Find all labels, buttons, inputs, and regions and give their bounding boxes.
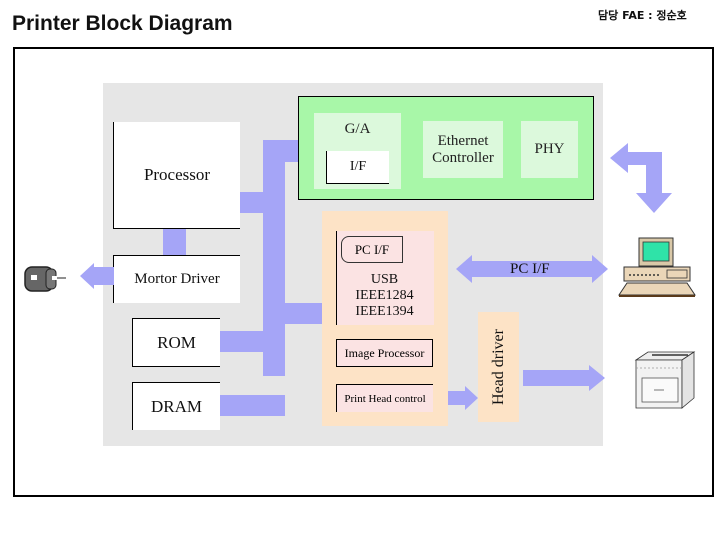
- network-arrow-shape: [610, 143, 672, 213]
- page-title: Printer Block Diagram: [12, 12, 233, 35]
- diagram-frame: [13, 47, 714, 497]
- dram-label: DRAM: [150, 396, 202, 416]
- head-driver-label: Head driver: [489, 329, 507, 405]
- processor-label: Processor: [143, 165, 211, 184]
- head-to-printer-arrow: [523, 365, 605, 391]
- processor-block: Processor: [113, 122, 240, 229]
- ethernet-controller-label-line2: Controller: [432, 149, 494, 166]
- phy-block: PHY: [521, 121, 578, 178]
- pc-if-double-arrow-shape: [456, 255, 608, 283]
- if-block: I/F: [326, 151, 389, 184]
- print-head-arrow: [448, 386, 478, 410]
- ethernet-controller-label-line1: Ethernet: [437, 133, 489, 149]
- phy-label: PHY: [534, 141, 565, 158]
- pc-if-arrow-label: PC I/F: [510, 261, 550, 277]
- rom-block: ROM: [132, 318, 220, 367]
- bus-to-interface: [285, 303, 322, 324]
- pc-if-area: [336, 231, 434, 325]
- interface-list: USB IEEE1284 IEEE1394: [336, 272, 433, 320]
- usb-label: USB: [370, 272, 399, 287]
- bus-processor: [240, 192, 285, 213]
- image-processor-block: Image Processor: [336, 339, 433, 367]
- pc-icon: [618, 237, 696, 297]
- pc-if-bracket: PC I/F: [341, 236, 403, 263]
- ieee1284-label: IEEE1284: [355, 288, 414, 303]
- head-to-printer-arrow-shape: [523, 365, 605, 391]
- pc-if-double-arrow: [456, 255, 608, 283]
- image-processor-label: Image Processor: [344, 345, 425, 360]
- fae-label: 담당 FAE : 정순호: [598, 9, 687, 22]
- network-arrow: [610, 143, 672, 213]
- ethernet-controller-block: Ethernet Controller: [423, 121, 503, 178]
- motor-driver-label: Mortor Driver: [134, 271, 220, 287]
- dram-block: DRAM: [132, 382, 220, 430]
- motor-arrow: [80, 263, 114, 289]
- printer-icon: [634, 351, 696, 409]
- if-label: I/F: [349, 159, 367, 174]
- bus-dram: [220, 395, 285, 416]
- ga-label: G/A: [344, 121, 371, 137]
- motor-icon: [24, 266, 66, 292]
- print-head-control-label: Print Head control: [344, 392, 426, 405]
- head-driver-block: Head driver: [478, 312, 519, 422]
- pc-if-label: PC I/F: [354, 241, 390, 257]
- print-head-arrow-shape: [448, 386, 478, 410]
- bus-rom: [220, 331, 285, 352]
- motor-arrow-shape: [80, 263, 114, 289]
- motor-driver-block: Mortor Driver: [113, 255, 240, 303]
- bus-processor-motor: [163, 229, 186, 256]
- ieee1394-label: IEEE1394: [355, 304, 414, 319]
- rom-label: ROM: [157, 332, 196, 352]
- print-head-control-block: Print Head control: [336, 384, 433, 412]
